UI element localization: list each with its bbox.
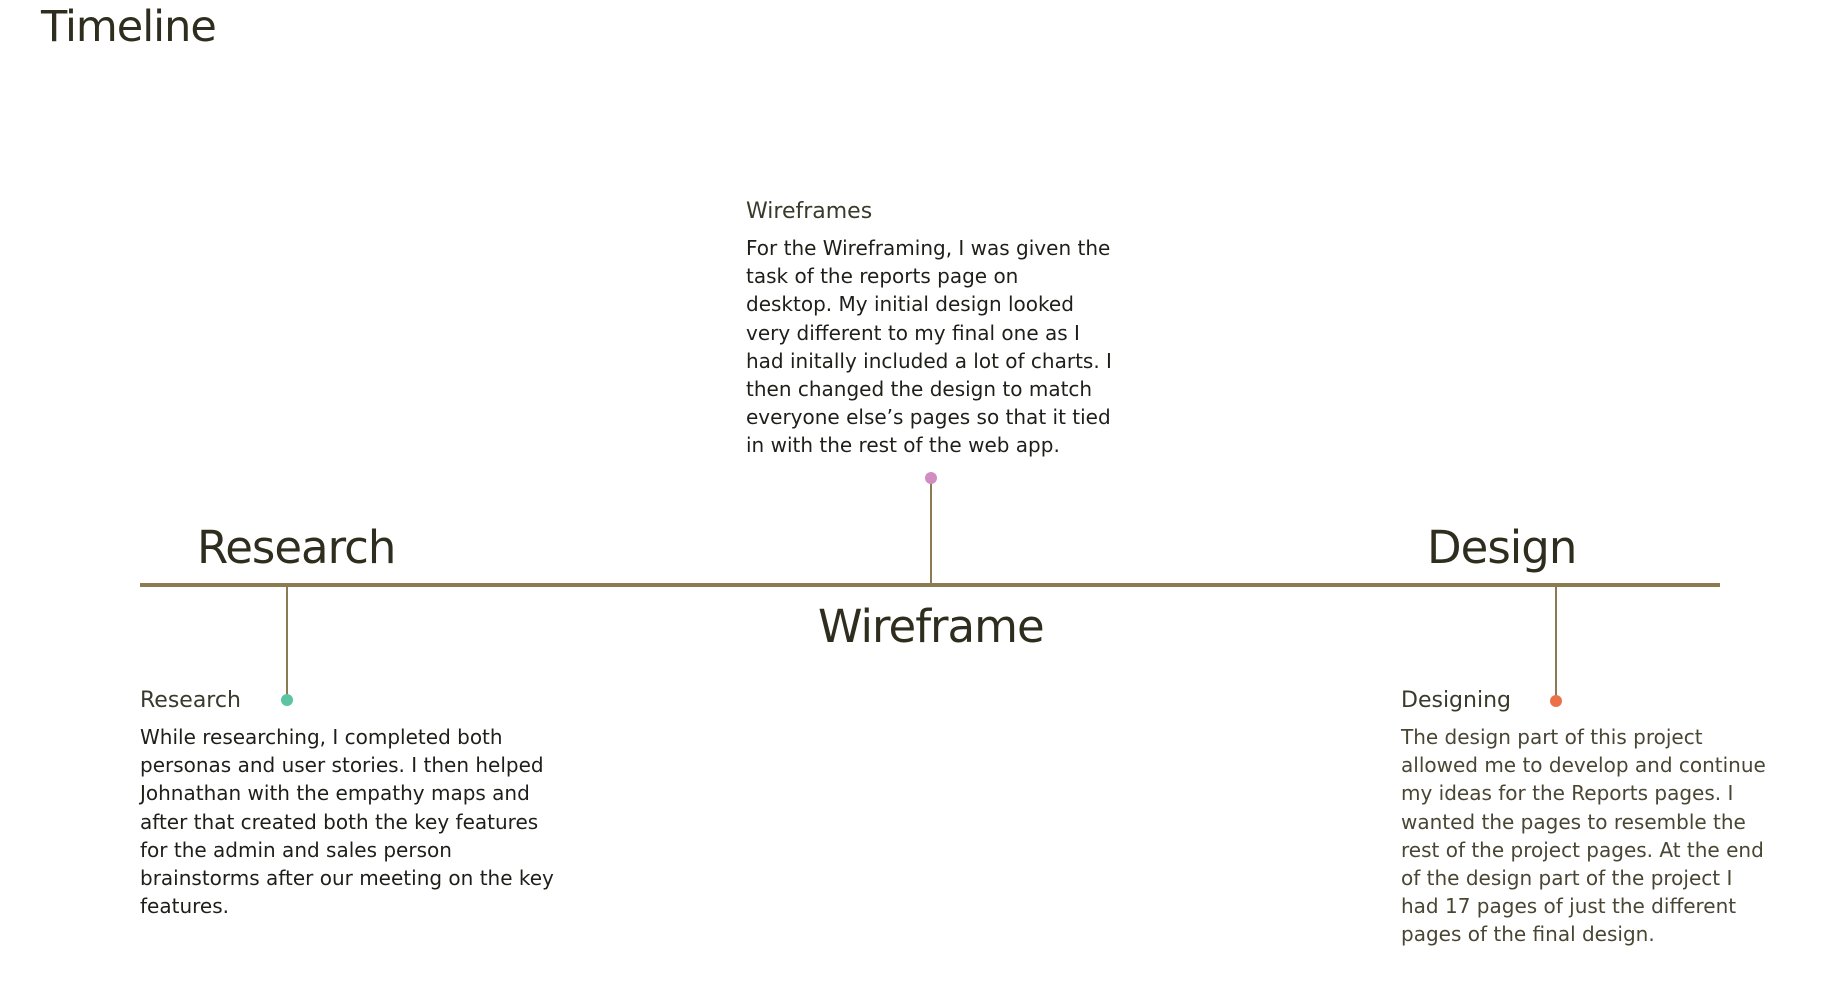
note-line: desktop. My initial design looked — [746, 292, 1074, 317]
note-line: very different to my final one as I — [746, 320, 1080, 345]
note-line: task of the reports page on — [746, 264, 1019, 289]
note-line: brainstorms after our meeting on the key — [140, 866, 554, 891]
phase-label-wireframe: Wireframe — [818, 600, 1045, 653]
note-line: rest of the project pages. At the end — [1401, 837, 1764, 862]
research-note: Research While researching, I completed … — [140, 688, 580, 920]
note-line: features. — [140, 894, 229, 919]
note-line: then changed the design to match — [746, 377, 1093, 402]
note-line: allowed me to develop and continue — [1401, 753, 1766, 778]
designing-note-title: Designing — [1401, 688, 1511, 713]
wireframes-note-body: For the Wireframing, I was given the tas… — [746, 234, 1126, 460]
note-line: everyone else’s pages so that it tied — [746, 405, 1111, 430]
research-connector — [286, 587, 288, 699]
note-line: had 17 pages of just the different — [1401, 894, 1737, 919]
design-marker-dot — [1550, 695, 1562, 707]
timeline-axis — [140, 583, 1720, 587]
research-note-title: Research — [140, 688, 241, 713]
note-line: pages of the final design. — [1401, 922, 1655, 947]
phase-label-research: Research — [197, 521, 396, 574]
designing-note-body: The design part of this project allowed … — [1401, 723, 1801, 949]
phase-label-design: Design — [1427, 521, 1577, 574]
note-line: For the Wireframing, I was given the — [746, 236, 1111, 260]
research-marker-dot — [281, 694, 293, 706]
note-line: had initally included a lot of charts. I — [746, 348, 1112, 373]
note-line: The design part of this project — [1401, 725, 1703, 749]
wireframes-connector — [930, 478, 932, 583]
note-line: Johnathan with the empathy maps and — [140, 781, 530, 806]
wireframes-note-title: Wireframes — [746, 199, 873, 224]
note-line: in with the rest of the web app. — [746, 433, 1060, 458]
note-line: of the design part of the project I — [1401, 866, 1733, 891]
note-line: for the admin and sales person — [140, 837, 452, 862]
wireframes-marker-dot — [925, 472, 937, 484]
design-connector — [1555, 587, 1557, 699]
note-line: my ideas for the Reports pages. I — [1401, 781, 1734, 806]
note-line: personas and user stories. I then helped — [140, 753, 544, 778]
note-line: after that created both the key features — [140, 809, 539, 834]
page-title: Timeline — [41, 2, 217, 52]
note-line: wanted the pages to resemble the — [1401, 809, 1746, 834]
designing-note: Designing The design part of this projec… — [1401, 688, 1801, 949]
research-note-body: While researching, I completed both pers… — [140, 723, 580, 920]
note-line: While researching, I completed both — [140, 725, 503, 749]
wireframes-note: Wireframes For the Wireframing, I was gi… — [746, 199, 1126, 460]
